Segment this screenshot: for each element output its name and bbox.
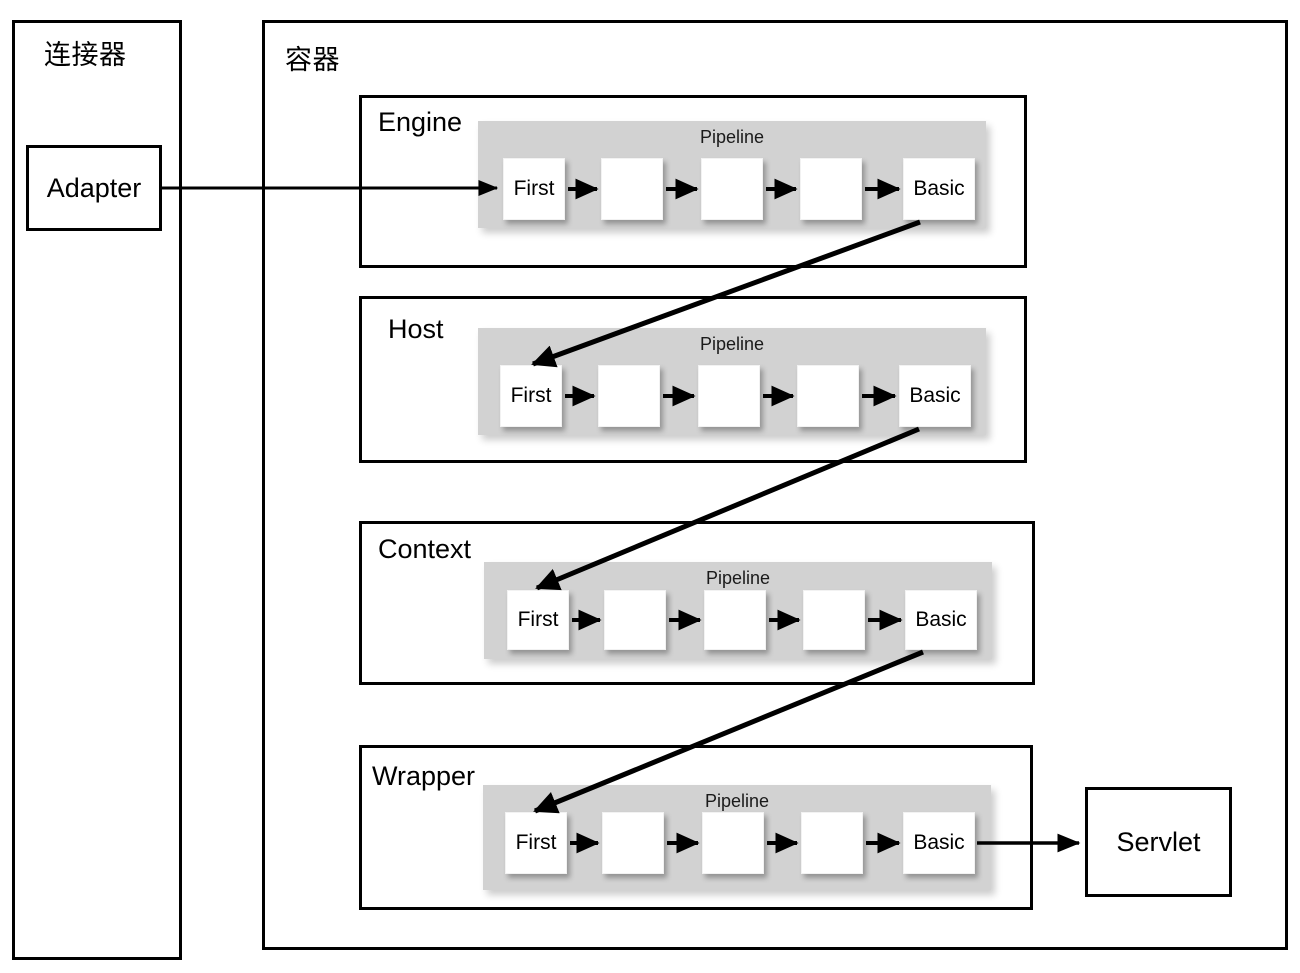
- context-label: Context: [378, 534, 472, 564]
- context-pipeline-title: Pipeline: [705, 568, 771, 588]
- engine-valve-4[interactable]: [800, 158, 862, 220]
- host-valve-3[interactable]: [698, 365, 760, 427]
- context-valve-4[interactable]: [803, 590, 865, 650]
- wrapper-valve-2[interactable]: [602, 812, 664, 874]
- engine-valve-basic[interactable]: Basic: [903, 158, 975, 220]
- wrapper-valve-first[interactable]: First: [505, 812, 567, 874]
- engine-label: Engine: [378, 107, 463, 137]
- connector-label: 连接器: [44, 40, 127, 70]
- servlet-box[interactable]: Servlet: [1085, 787, 1232, 897]
- adapter-box[interactable]: Adapter: [26, 145, 162, 231]
- host-valve-basic[interactable]: Basic: [899, 365, 971, 427]
- context-valve-3[interactable]: [704, 590, 766, 650]
- host-label: Host: [388, 314, 444, 344]
- engine-valve-2[interactable]: [601, 158, 663, 220]
- wrapper-label: Wrapper: [372, 761, 476, 791]
- context-valve-basic[interactable]: Basic: [905, 590, 977, 650]
- container-box: [262, 20, 1288, 950]
- wrapper-valve-4[interactable]: [801, 812, 863, 874]
- wrapper-valve-3[interactable]: [702, 812, 764, 874]
- engine-valve-3[interactable]: [701, 158, 763, 220]
- context-valve-first[interactable]: First: [507, 590, 569, 650]
- wrapper-pipeline-title: Pipeline: [704, 791, 770, 811]
- wrapper-valve-basic[interactable]: Basic: [903, 812, 975, 874]
- context-valve-2[interactable]: [604, 590, 666, 650]
- container-label: 容器: [285, 45, 340, 75]
- host-valve-4[interactable]: [797, 365, 859, 427]
- engine-valve-first[interactable]: First: [503, 158, 565, 220]
- engine-pipeline-title: Pipeline: [699, 127, 765, 147]
- host-pipeline-title: Pipeline: [699, 334, 765, 354]
- host-valve-first[interactable]: First: [500, 365, 562, 427]
- connector-box: [12, 20, 182, 960]
- host-valve-2[interactable]: [598, 365, 660, 427]
